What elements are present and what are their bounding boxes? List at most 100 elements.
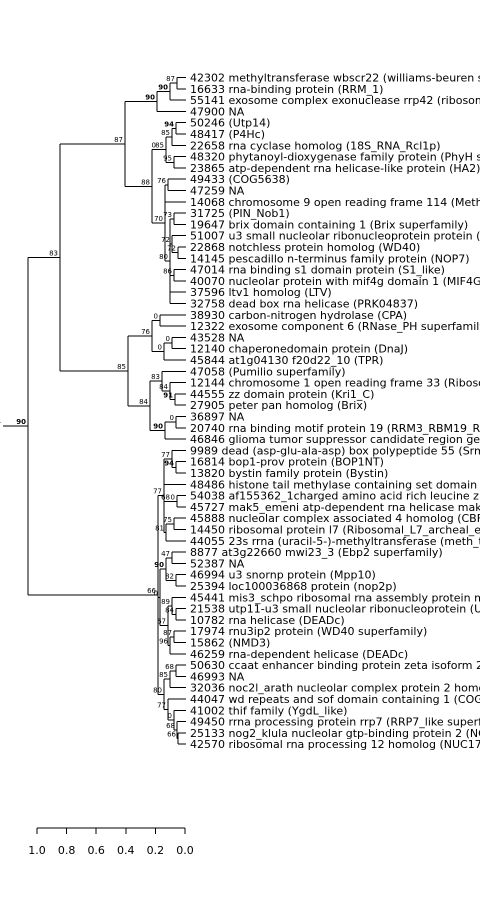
- axis-tick-label: 0.4: [117, 844, 135, 857]
- support-value: 85: [161, 129, 170, 137]
- leaf-label: 49450 rrna processing protein rrp7 (RRP7…: [190, 716, 480, 729]
- leaf-label: 46259 rna-dependent helicase (DEADc): [190, 648, 408, 661]
- leaf-label: 42302 methyltransferase wbscr22 (william…: [190, 72, 480, 85]
- support-value: 90: [16, 418, 26, 426]
- support-value: 0: [154, 312, 158, 320]
- leaf-label: 19647 brix domain containing 1 (Brix sup…: [190, 218, 468, 231]
- support-value: 66: [147, 587, 156, 595]
- support-value: 94: [164, 459, 174, 467]
- support-value: 84: [139, 398, 148, 406]
- support-value: 73: [163, 211, 172, 219]
- support-value: 95: [163, 154, 172, 162]
- tree-branches: [3, 77, 186, 745]
- leaf-label: 22658 rna cyclase homolog (18S_RNA_Rcl1p…: [190, 139, 441, 152]
- support-value: 77: [157, 702, 166, 710]
- axis-tick-label: 0.8: [58, 844, 76, 857]
- leaf-label: 40070 nucleolar protein with mif4g domai…: [190, 275, 480, 288]
- support-values: 8790909485958507673727286807088870007691…: [0, 75, 177, 738]
- support-value: 87: [163, 629, 172, 637]
- leaf-label: 44555 zz domain protein (Kri1_C): [190, 388, 374, 401]
- support-value: 90: [145, 94, 155, 102]
- support-value: 89: [161, 598, 170, 606]
- support-value: 0: [166, 335, 170, 343]
- support-value: 87: [166, 75, 175, 83]
- leaf-label: 9989 dead (asp-glu-ala-asp) box polypept…: [190, 444, 480, 457]
- support-value: 0: [170, 414, 174, 422]
- support-value: 80: [153, 686, 162, 694]
- axis-tick-label: 0.0: [176, 844, 194, 857]
- leaf-label: 36897 NA: [190, 411, 245, 424]
- leaf-label: 52387 NA: [190, 557, 245, 570]
- leaf-label: 14450 ribosomal protein l7 (Ribosomal_L7…: [190, 524, 480, 537]
- support-value: 85: [155, 142, 164, 150]
- leaf-label: 25394 loc100036868 protein (nop2p): [190, 580, 397, 593]
- axis-tick-label: 0.6: [87, 844, 105, 857]
- leaf-label: 12140 chaperonedomain protein (DnaJ): [190, 343, 408, 356]
- leaf-label: 42570 ribosomal rna processing 12 homolo…: [190, 738, 480, 751]
- support-value: 47: [161, 550, 170, 558]
- support-value: 0: [158, 344, 162, 352]
- leaf-label: 22868 notchless protein homolog (WD40): [190, 241, 420, 254]
- leaf-label: 50630 ccaat enhancer binding protein zet…: [190, 659, 480, 672]
- leaf-label: 46846 glioma tumor suppressor candidate …: [190, 433, 480, 446]
- leaf-label: 54038 af155362_1charged amino acid rich …: [190, 490, 480, 503]
- support-value: 85: [159, 671, 168, 679]
- support-value: 0: [171, 493, 175, 501]
- leaf-labels: 42302 methyltransferase wbscr22 (william…: [190, 72, 480, 752]
- support-value: 81: [155, 524, 164, 532]
- leaf-label: 25133 nog2_klula nucleolar gtp-binding p…: [190, 727, 480, 740]
- support-value: 87: [114, 136, 123, 144]
- leaf-label: 45727 mak5_emeni atp-dependent rna helic…: [190, 501, 480, 514]
- leaf-label: 21538 utp11-u3 small nucleolar ribonucle…: [190, 603, 480, 616]
- leaf-label: 37596 ltv1 homolog (LTV): [190, 286, 332, 299]
- leaf-label: 46993 NA: [190, 670, 245, 683]
- leaf-label: 47259 NA: [190, 185, 245, 198]
- support-value: 70: [154, 215, 163, 223]
- leaf-label: 45888 nucleolar complex associated 4 hom…: [190, 512, 480, 525]
- support-value: 76: [157, 177, 166, 185]
- support-value: 83: [151, 373, 160, 381]
- support-value: 94: [164, 120, 174, 128]
- leaf-label: 47058 (Pumilio superfamily): [190, 365, 346, 378]
- leaf-label: 12144 chromosome 1 open reading frame 33…: [190, 377, 480, 390]
- support-value: 84: [0, 418, 2, 426]
- leaf-label: 50246 (Utp14): [190, 117, 270, 130]
- support-value: 91: [163, 392, 173, 400]
- support-value: 72: [167, 245, 176, 253]
- leaf-label: 20740 rna binding motif protein 19 (RRM3…: [190, 422, 480, 435]
- support-value: 90: [154, 561, 164, 569]
- support-value: 90: [153, 423, 163, 431]
- leaf-label: 44055 23s rrna (uracil-5-)-methyltransfe…: [190, 535, 480, 548]
- leaf-label: 51007 u3 small nucleolar ribonucleoprote…: [190, 230, 480, 243]
- leaf-label: 48486 histone tail methylase containing …: [190, 478, 480, 491]
- support-value: 68: [165, 663, 174, 671]
- support-value: 77: [153, 488, 162, 496]
- leaf-label: 12322 exosome component 6 (RNase_PH supe…: [190, 320, 480, 333]
- leaf-label: 16633 rna-binding protein (RRM_1): [190, 83, 383, 96]
- support-value: 75: [163, 516, 172, 524]
- leaf-label: 46994 u3 snornp protein (Mpp10): [190, 569, 376, 582]
- leaf-label: 31725 (PIN_Nob1): [190, 207, 290, 220]
- leaf-label: 49433 (COG5638): [190, 173, 290, 186]
- leaf-label: 23865 atp-dependent rna helicase-like pr…: [190, 162, 480, 175]
- leaf-label: 43528 NA: [190, 331, 245, 344]
- support-value: 67: [157, 618, 166, 626]
- leaf-label: 14145 pescadillo n-terminus family prote…: [190, 252, 470, 265]
- leaf-label: 32036 noc2l_arath nucleolar complex prot…: [190, 682, 480, 695]
- leaf-label: 10782 rna helicase (DEADc): [190, 614, 345, 627]
- support-value: 90: [158, 84, 168, 92]
- leaf-label: 55141 exosome complex exonuclease rrp42 …: [190, 94, 480, 107]
- leaf-label: 48417 (P4Hc): [190, 128, 265, 141]
- leaf-label: 15862 (NMD3): [190, 637, 270, 650]
- support-value: 88: [141, 178, 150, 186]
- support-value: 80: [159, 253, 168, 261]
- leaf-label: 8877 at3g22660 mwi23_3 (Ebp2 superfamily…: [190, 546, 443, 559]
- support-value: 84: [159, 383, 168, 391]
- support-value: 83: [49, 249, 58, 257]
- support-value: 68: [166, 722, 175, 730]
- support-value: 84: [165, 606, 174, 614]
- leaf-label: 45844 at1g04130 f20d22_10 (TPR): [190, 354, 383, 367]
- support-value: 86: [163, 267, 172, 275]
